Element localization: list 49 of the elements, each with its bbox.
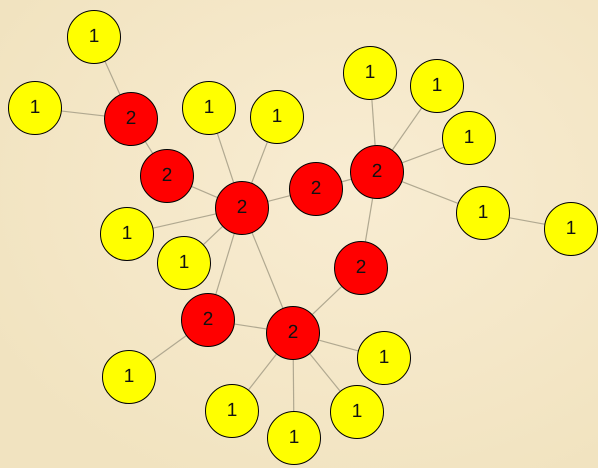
connector-line <box>268 195 290 202</box>
graph-node-circle: 1 <box>410 59 464 113</box>
connector-line <box>252 232 284 308</box>
graph-node-circle: 1 <box>357 331 411 385</box>
connector-line <box>509 217 545 225</box>
graph-node-circle: 1 <box>8 81 62 135</box>
connector-line <box>292 360 294 411</box>
connector-line <box>364 198 374 242</box>
graph-node-circle: 1 <box>343 46 397 100</box>
connector-line <box>318 340 358 352</box>
graph-node-circle: 2 <box>266 306 320 360</box>
connector-line <box>203 226 223 245</box>
graph-node-circle: 2 <box>215 181 269 235</box>
connector-line <box>402 181 458 204</box>
graph-node-circle: 2 <box>350 145 404 199</box>
connector-line <box>150 335 186 362</box>
graph-node-circle: 2 <box>104 92 158 146</box>
connector-line <box>215 234 235 294</box>
connector-line <box>312 286 342 315</box>
graph-node-circle: 2 <box>181 293 235 347</box>
connector-line <box>310 354 340 392</box>
connector-line <box>248 354 277 390</box>
connector-line <box>192 186 218 198</box>
connector-line <box>251 142 268 184</box>
graph-node-circle: 1 <box>442 111 496 165</box>
graph-node-circle: 2 <box>289 162 343 216</box>
graph-node-circle: 1 <box>250 90 304 144</box>
graph-node-circle: 1 <box>267 411 321 465</box>
connector-line <box>342 178 352 182</box>
connector-line <box>62 110 104 117</box>
graph-node-circle: 1 <box>544 202 598 256</box>
graph-node-circle: 1 <box>67 10 121 64</box>
graph-node-circle: 2 <box>140 149 194 203</box>
graph-node-circle: 1 <box>100 207 154 261</box>
graph-node-circle: 1 <box>205 384 259 438</box>
connector-line <box>371 100 376 146</box>
connector-line <box>392 108 422 150</box>
connector-line <box>104 61 120 95</box>
graph-node-circle: 2 <box>334 241 388 295</box>
connector-line <box>216 133 234 183</box>
graph-node-circle: 1 <box>157 236 211 290</box>
graph-node-circle: 1 <box>456 186 510 240</box>
connector-line <box>144 142 154 154</box>
connector-line <box>402 146 444 164</box>
graph-node-circle: 1 <box>330 385 384 439</box>
graph-node-circle: 1 <box>182 81 236 135</box>
connector-line <box>234 323 266 330</box>
connector-line <box>153 213 216 229</box>
graph-node-circle: 1 <box>102 350 156 404</box>
